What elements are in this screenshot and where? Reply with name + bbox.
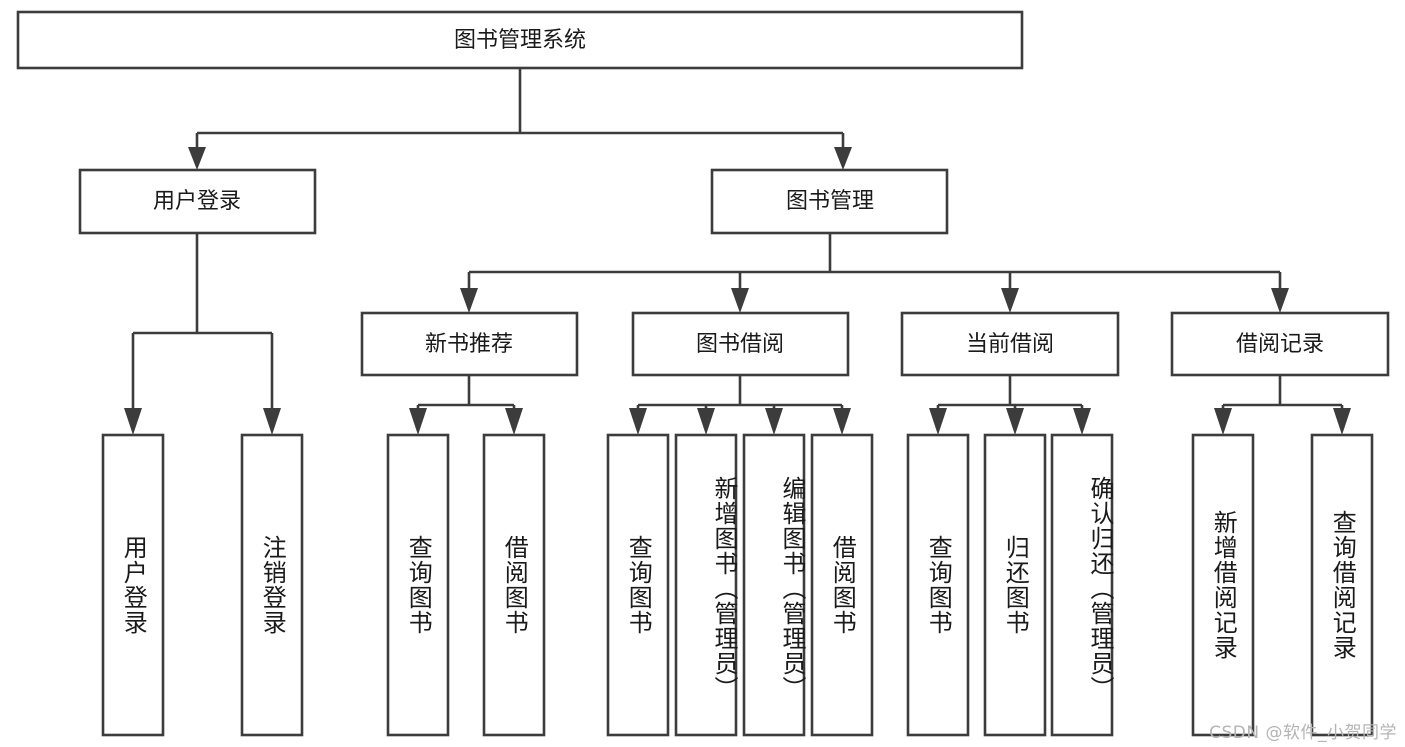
watermark-text: CSDN @软件_小贺同学 xyxy=(1209,723,1397,743)
leaf-book-borrow-1[interactable] xyxy=(674,433,738,737)
node-borrow-record[interactable] xyxy=(1170,311,1390,377)
leaf-book-borrow-2[interactable] xyxy=(742,433,806,737)
connector-current-borrow-to-leaves xyxy=(929,375,1091,435)
node-root-label: 图书管理系统 xyxy=(454,28,586,53)
leaf-user-login-0[interactable] xyxy=(101,433,165,737)
connector-book-borrow-to-leaves xyxy=(629,375,851,435)
connector-root-to-level2 xyxy=(188,68,852,170)
node-book-borrow[interactable] xyxy=(631,311,850,377)
leaf-borrow-record-1[interactable] xyxy=(1310,433,1374,737)
node-book-borrow-label: 图书借阅 xyxy=(696,332,784,357)
node-borrow-record-label: 借阅记录 xyxy=(1236,332,1324,357)
connector-book-manage-to-level3 xyxy=(460,233,1289,313)
leaf-borrow-record-0[interactable] xyxy=(1191,433,1255,737)
node-book-manage-label: 图书管理 xyxy=(786,189,874,214)
node-current-borrow-label: 当前借阅 xyxy=(966,332,1054,357)
connector-borrow-record-to-leaves xyxy=(1214,375,1351,435)
node-new-book-recommend[interactable] xyxy=(360,311,579,377)
node-user-login[interactable] xyxy=(78,168,317,235)
node-book-manage[interactable] xyxy=(710,168,949,235)
connector-new-book-to-leaves xyxy=(409,375,523,435)
connector-user-login-to-leaves xyxy=(124,233,281,435)
leaf-new-book-0[interactable] xyxy=(386,433,450,737)
node-current-borrow[interactable] xyxy=(900,311,1120,377)
node-root[interactable] xyxy=(16,10,1024,70)
node-new-book-recommend-label: 新书推荐 xyxy=(425,332,513,357)
leaf-current-borrow-0[interactable] xyxy=(906,433,970,737)
leaf-current-borrow-2[interactable] xyxy=(1050,433,1114,737)
node-user-login-label: 用户登录 xyxy=(153,189,241,214)
leaf-user-login-1[interactable] xyxy=(240,433,304,737)
leaf-book-borrow-3[interactable] xyxy=(810,433,874,737)
leaf-new-book-1[interactable] xyxy=(482,433,546,737)
leaf-current-borrow-1[interactable] xyxy=(983,433,1047,737)
leaf-book-borrow-0[interactable] xyxy=(606,433,670,737)
